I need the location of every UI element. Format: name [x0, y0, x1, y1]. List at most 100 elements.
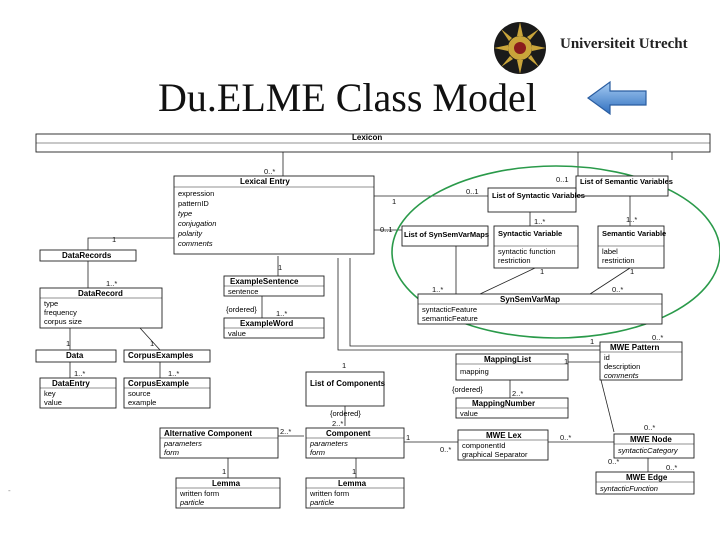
class-synsemvarmap: SynSemVarMap syntacticFeature semanticFe…: [417, 293, 663, 325]
attr: frequency: [44, 308, 77, 317]
class-name: CorpusExample: [128, 379, 189, 388]
attr: example: [128, 398, 156, 407]
footer-mark: -: [8, 486, 11, 495]
multiplicity: 2..*: [280, 427, 291, 436]
multiplicity: 1..*: [74, 369, 85, 378]
sun-seal-icon: [494, 22, 546, 74]
attr: corpus size: [44, 317, 82, 326]
back-arrow-icon[interactable]: [586, 78, 650, 118]
multiplicity: 0..*: [264, 167, 275, 176]
multiplicity: 1: [150, 339, 154, 348]
multiplicity: 1: [112, 235, 116, 244]
class-name: MWE Node: [630, 435, 672, 444]
class-lexicon: Lexicon: [35, 133, 711, 153]
ordered-label: {ordered}: [330, 409, 361, 418]
class-name: List of Semantic Variables: [580, 177, 673, 186]
class-mapping-number: MappingNumber value: [455, 397, 569, 419]
class-name: List of Components: [310, 379, 386, 388]
attr: semanticFeature: [422, 314, 478, 323]
multiplicity: 0..*: [666, 463, 677, 472]
class-list-of-syntactic-variables: List of Syntactic Variables: [487, 187, 585, 213]
multiplicity: 1..*: [106, 279, 117, 288]
class-alternative-component: Alternative Component parameters form: [159, 427, 279, 459]
attr: id: [604, 353, 610, 362]
attr: graphical Separator: [462, 450, 528, 459]
class-name: ExampleWord: [240, 319, 293, 328]
attr: patternID: [178, 199, 209, 208]
class-corpus-example: CorpusExample source example: [123, 377, 211, 409]
class-name: Alternative Component: [164, 429, 252, 438]
multiplicity: 1: [564, 357, 568, 366]
class-list-of-semantic-variables: List of Semantic Variables: [575, 175, 673, 197]
multiplicity: 1..*: [432, 285, 443, 294]
multiplicity: 0..*: [612, 285, 623, 294]
multiplicity: 0..*: [644, 423, 655, 432]
attr: type: [178, 209, 192, 218]
attr: comments: [604, 371, 639, 380]
highlight-ellipse: [391, 165, 720, 339]
class-name: List of Syntactic Variables: [492, 191, 585, 200]
attr: written form: [179, 489, 219, 498]
class-mwe-lex: MWE Lex componentId graphical Separator: [457, 429, 549, 461]
multiplicity: 1: [222, 467, 226, 476]
attr: value: [460, 409, 478, 418]
multiplicity: 1..*: [626, 215, 637, 224]
class-mwe-pattern: MWE Pattern id description comments: [599, 341, 683, 381]
class-example-sentence: ExampleSentence sentence: [223, 275, 325, 297]
class-name: MappingNumber: [472, 399, 535, 408]
class-name: DataEntry: [52, 379, 90, 388]
class-lemma-left: Lemma written form particle: [175, 477, 281, 509]
class-semantic-variable: Semantic Variable label restriction: [597, 225, 666, 269]
multiplicity: 1: [66, 339, 70, 348]
class-data-records: DataRecords: [39, 249, 137, 262]
class-name: Lexical Entry: [240, 177, 290, 186]
multiplicity: 2..*: [512, 389, 523, 398]
multiplicity: 1..*: [534, 217, 545, 226]
attr: syntacticCategory: [618, 446, 679, 455]
class-lexical-entry: Lexical Entry expression patternID type …: [173, 175, 375, 255]
attr: sentence: [228, 287, 258, 296]
class-component: Component parameters form: [305, 427, 405, 459]
attr: particle: [309, 498, 334, 507]
multiplicity: 0..*: [560, 433, 571, 442]
multiplicity: 1: [392, 197, 396, 206]
attr: mapping: [460, 367, 489, 376]
class-corpus-examples: CorpusExamples: [123, 349, 211, 363]
ordered-label: {ordered}: [226, 305, 257, 314]
attr: form: [164, 448, 179, 457]
class-name: MWE Pattern: [610, 343, 659, 352]
multiplicity: 1: [278, 263, 282, 272]
attr: description: [604, 362, 640, 371]
multiplicity: 0..1: [380, 225, 393, 234]
class-name: DataRecord: [78, 289, 123, 298]
multiplicity: 0..1: [556, 175, 569, 184]
class-data: Data: [35, 349, 117, 363]
class-name: Syntactic Variable: [498, 229, 562, 238]
multiplicity: 1: [352, 467, 356, 476]
attr: type: [44, 299, 58, 308]
multiplicity: 1: [406, 433, 410, 442]
multiplicity: 1: [590, 337, 594, 346]
class-name: ExampleSentence: [230, 277, 299, 286]
attr: syntactic function: [498, 247, 556, 256]
attr: restriction: [498, 256, 531, 265]
attr: syntacticFeature: [422, 305, 477, 314]
attr: parameters: [309, 439, 348, 448]
attr: label: [602, 247, 618, 256]
class-name: Lemma: [212, 479, 241, 488]
class-list-of-synsemvarmaps: List of SynSemVarMaps: [401, 225, 489, 247]
multiplicity: 1..*: [168, 369, 179, 378]
class-data-entry: DataEntry key value: [39, 377, 117, 409]
class-mwe-edge: MWE Edge syntacticFunction: [595, 471, 695, 495]
attr: value: [228, 329, 246, 338]
attr: restriction: [602, 256, 635, 265]
class-mapping-list: MappingList mapping: [455, 353, 569, 381]
attr: key: [44, 389, 56, 398]
multiplicity: 0..1: [466, 187, 479, 196]
attr: expression: [178, 189, 214, 198]
class-name: DataRecords: [62, 251, 112, 260]
ordered-label: {ordered}: [452, 385, 483, 394]
attr: conjugation: [178, 219, 216, 228]
class-example-word: ExampleWord value: [223, 317, 325, 339]
